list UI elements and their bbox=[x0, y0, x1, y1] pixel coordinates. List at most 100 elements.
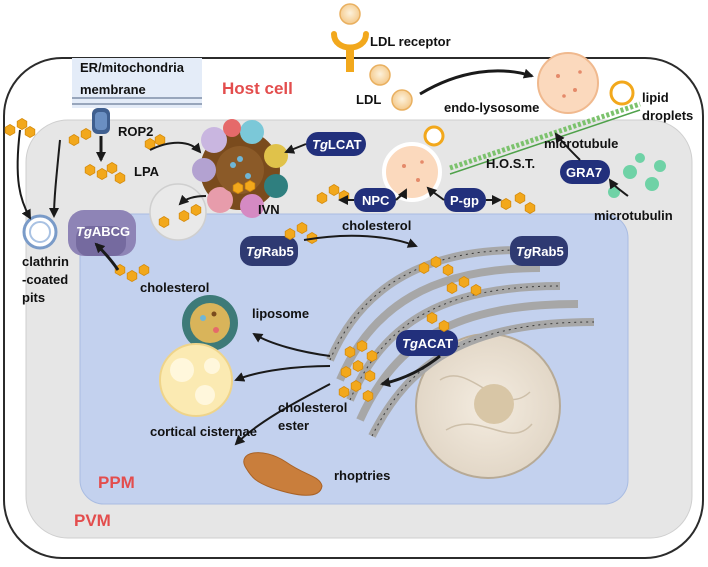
acat-protein bbox=[396, 330, 458, 356]
cholesterol-hexagon-icon bbox=[418, 262, 430, 274]
cholesterol-hexagon-icon bbox=[284, 228, 296, 240]
label-cortical: cortical cisternae bbox=[150, 424, 257, 439]
label-ldl-receptor: LDL receptor bbox=[370, 34, 451, 49]
ivn-icon bbox=[192, 119, 288, 218]
label-lipid-2: droplets bbox=[642, 108, 693, 123]
gra7-protein bbox=[560, 160, 610, 184]
cholesterol-hexagon-icon bbox=[16, 118, 28, 130]
arrow-cholesterol-to-abcg bbox=[94, 242, 120, 271]
rab5-left-protein bbox=[240, 236, 298, 266]
cholesterol-hexagon-icon bbox=[446, 282, 458, 294]
arrow-rab5-to-golgi bbox=[303, 234, 418, 248]
lipid-droplet-icon bbox=[609, 80, 635, 106]
label-chol-ester-2: ester bbox=[278, 418, 309, 433]
label-endo-lysosome: endo-lysosome bbox=[444, 100, 539, 115]
cholesterol-hexagon-icon bbox=[158, 216, 170, 228]
cholesterol-hexagon-icon bbox=[84, 164, 96, 176]
cholesterol-hexagon-icon bbox=[24, 126, 36, 138]
abcg-name: ABCG bbox=[92, 224, 130, 239]
label-cholesterol-top: cholesterol bbox=[342, 218, 411, 233]
label-host-cell: Host cell bbox=[222, 79, 293, 98]
endo-lysosome-pvm-icon bbox=[382, 142, 442, 202]
label-lipid-1: lipid bbox=[642, 90, 669, 105]
arrow-ester-to-cortical bbox=[234, 365, 331, 382]
pathway-arrows bbox=[16, 68, 629, 446]
arrow-gra7-to-microtubule bbox=[554, 132, 581, 161]
label-pgp: P-gp bbox=[450, 193, 479, 208]
cholesterol-hexagon-icon bbox=[356, 340, 368, 352]
cholesterol-hexagon-icon bbox=[80, 128, 92, 140]
arrow-clathrin bbox=[16, 129, 31, 220]
label-er-mito-2: membrane bbox=[80, 82, 146, 97]
ldl-receptor-icon bbox=[331, 3, 369, 72]
cholesterol-hexagon-icon bbox=[68, 134, 80, 146]
label-microtubule: microtubule bbox=[544, 136, 618, 151]
cholesterol-hexagon-icon bbox=[340, 366, 352, 378]
label-ldl: LDL bbox=[356, 92, 381, 107]
cholesterol-hexagon-icon bbox=[350, 380, 362, 392]
cholesterol-hexagon-icon bbox=[430, 256, 442, 268]
arrow-lcat-to-ivn bbox=[284, 143, 307, 154]
label-host: H.O.S.T. bbox=[486, 156, 535, 171]
cholesterol-hexagon-icon bbox=[344, 346, 356, 358]
npc-protein bbox=[354, 188, 396, 212]
cholesterol-hexagon-icon bbox=[316, 192, 328, 204]
cholesterol-hexagon-icon bbox=[500, 198, 512, 210]
microtubule-icon bbox=[449, 101, 641, 171]
label-microtubulin: microtubulin bbox=[594, 208, 673, 223]
label-npc: NPC bbox=[362, 193, 390, 208]
cholesterol-hexagon-icon bbox=[296, 222, 308, 234]
cholesterol-hexagon-icon bbox=[470, 284, 482, 296]
cortical-cisternae-icon bbox=[159, 343, 233, 417]
cholesterol-hexagon-icon bbox=[364, 370, 376, 382]
label-clathrin-2: -coated bbox=[22, 272, 68, 287]
label-liposome: liposome bbox=[252, 306, 309, 321]
cholesterol-hexagon-icon bbox=[232, 182, 244, 194]
arrow-lpa-to-ivn bbox=[149, 141, 202, 154]
arrow-clathrin-2 bbox=[49, 139, 61, 218]
arrow-ester-to-rhoptry bbox=[234, 383, 331, 446]
arrow-pgp-endo bbox=[426, 186, 445, 201]
label-chol-ester-1: cholesterol bbox=[278, 400, 347, 415]
arrow-npc-endo bbox=[395, 188, 407, 201]
cholesterol-hexagon-icon bbox=[244, 180, 256, 192]
er-mitochondria-membrane bbox=[72, 58, 202, 108]
tg-prefix: Tg bbox=[402, 336, 418, 351]
label-clathrin-1: clathrin bbox=[22, 254, 69, 269]
pgp-protein bbox=[444, 188, 486, 212]
label-clathrin-3: pits bbox=[22, 290, 45, 305]
label-lpa: LPA bbox=[134, 164, 160, 179]
acat-name: ACAT bbox=[418, 336, 453, 351]
tg-prefix: Tg bbox=[246, 244, 262, 259]
cholesterol-hexagon-icon bbox=[514, 192, 526, 204]
cholesterol-hexagon-icon bbox=[96, 168, 108, 180]
cholesterol-hexagon-icon bbox=[138, 264, 150, 276]
cholesterol-hexagon-icon bbox=[458, 276, 470, 288]
rab5-name: Rab5 bbox=[262, 244, 294, 259]
cholesterol-hexagon-icon bbox=[442, 264, 454, 276]
arrow-ldl-to-endolysosome bbox=[419, 68, 534, 96]
lcat-name: LCAT bbox=[328, 137, 362, 152]
cholesterol-hexagon-icon bbox=[362, 390, 374, 402]
clathrin-coated-pit-icon bbox=[22, 214, 58, 250]
cholesterol-hexagon-icon bbox=[126, 270, 138, 282]
arrow-ivn-to-vesicle bbox=[178, 194, 207, 206]
label-tgrab5-left: TgRab5 bbox=[246, 244, 294, 259]
label-er-mito-1: ER/mitochondria bbox=[80, 60, 185, 75]
label-tgabcg: TgABCG bbox=[76, 224, 130, 239]
tg-prefix: Tg bbox=[76, 224, 92, 239]
label-ivn: IVN bbox=[258, 202, 280, 217]
cholesterol-hexagon-icon bbox=[366, 350, 378, 362]
ldl-particle-icon bbox=[369, 64, 413, 111]
label-tglcat: TgLCAT bbox=[312, 137, 362, 152]
cholesterol-hexagon-icon bbox=[352, 360, 364, 372]
label-gra7: GRA7 bbox=[566, 165, 602, 180]
arrow-acat-to-ester bbox=[380, 354, 441, 388]
endo-lysosome-icon bbox=[537, 52, 599, 114]
cholesterol-hexagon-icon bbox=[338, 386, 350, 398]
cholesterol-hexagon-icon bbox=[426, 312, 438, 324]
rab5-name: Rab5 bbox=[532, 244, 564, 259]
lcat-protein bbox=[306, 132, 366, 156]
